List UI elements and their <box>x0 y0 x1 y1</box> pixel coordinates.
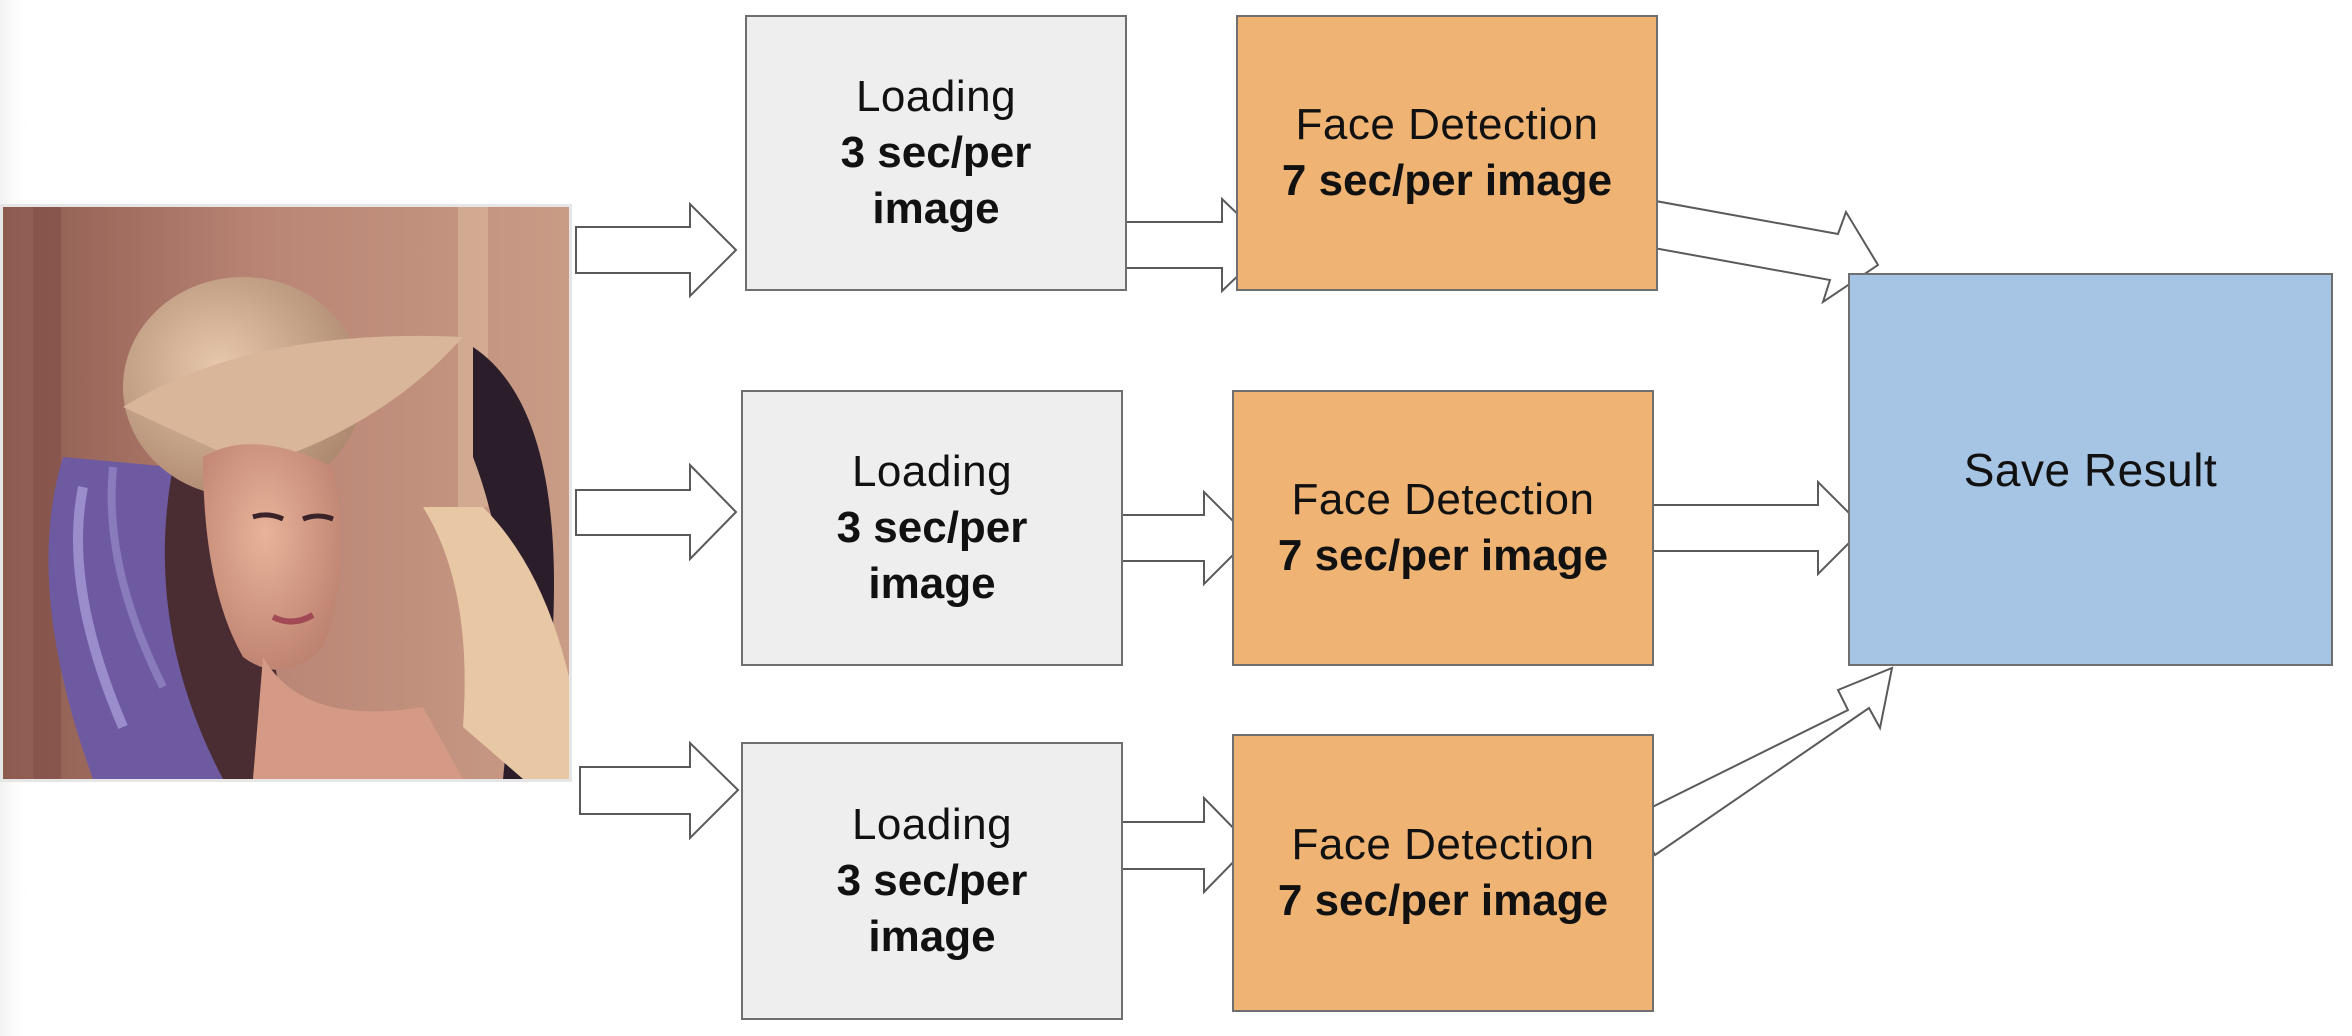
loading-rate-2: 3 sec/per image <box>836 503 1028 608</box>
loading-title-2: Loading <box>851 447 1013 496</box>
loading-title-1: Loading <box>855 72 1017 121</box>
arrow-detection-to-save-1 <box>1641 198 1880 305</box>
arrow-detection-to-save-3 <box>1632 666 1894 857</box>
face-detection-title-1: Face Detection <box>1295 100 1599 149</box>
arrow-photo-to-loading-2 <box>575 462 738 562</box>
loading-title-3: Loading <box>851 800 1013 849</box>
arrow-photo-to-loading-3 <box>579 740 740 841</box>
arrow-photo-to-loading-1 <box>575 201 738 299</box>
face-detection-box-2: Face Detection 7 sec/per image <box>1232 390 1654 666</box>
face-detection-rate-3: 7 sec/per image <box>1277 876 1609 925</box>
face-detection-box-3: Face Detection 7 sec/per image <box>1232 734 1654 1012</box>
loading-rate-1: 3 sec/per image <box>840 128 1032 233</box>
save-result-box: Save Result <box>1848 273 2333 666</box>
face-detection-rate-2: 7 sec/per image <box>1277 531 1609 580</box>
arrow-detection-to-save-2 <box>1632 479 1866 577</box>
loading-box-2: Loading 3 sec/per image <box>741 390 1123 666</box>
face-detection-rate-1: 7 sec/per image <box>1281 156 1613 205</box>
input-photo <box>0 204 572 782</box>
face-detection-box-1: Face Detection 7 sec/per image <box>1236 15 1658 291</box>
portrait-illustration <box>3 207 569 779</box>
loading-box-1: Loading 3 sec/per image <box>745 15 1127 291</box>
loading-rate-3: 3 sec/per image <box>836 856 1028 961</box>
loading-box-3: Loading 3 sec/per image <box>741 742 1123 1020</box>
save-result-title: Save Result <box>1963 443 2218 496</box>
face-detection-title-2: Face Detection <box>1291 475 1595 524</box>
face-detection-title-3: Face Detection <box>1291 820 1595 869</box>
